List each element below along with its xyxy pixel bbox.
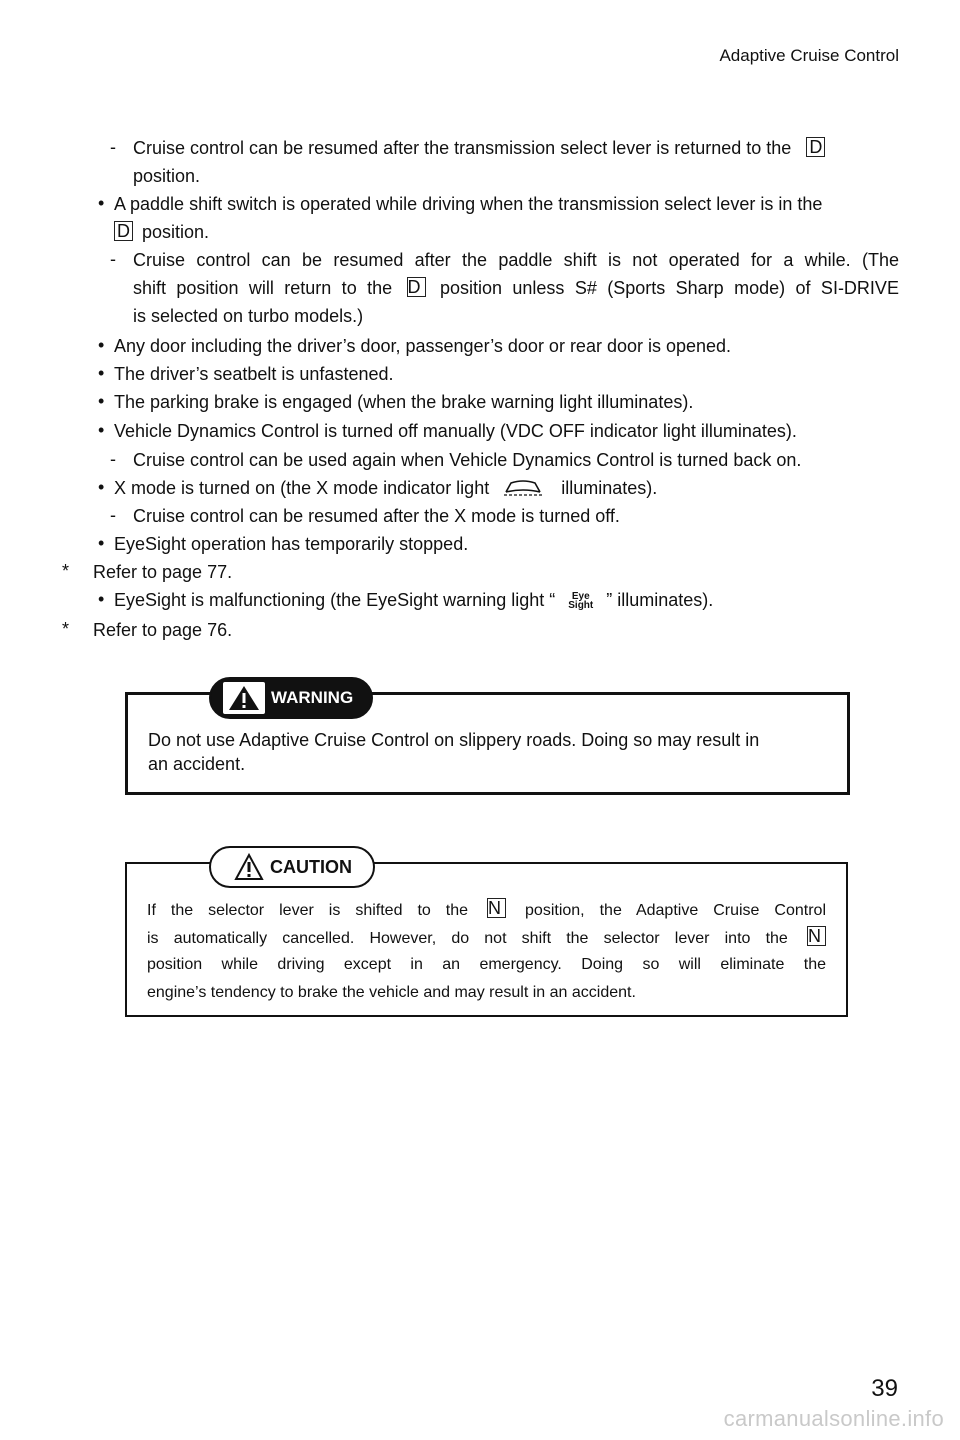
page-number: 39 [871,1375,898,1402]
text-line: Refer to page 76. [93,620,233,640]
text-span: shift position will return to the [133,278,393,298]
gear-position-n: N [807,926,827,946]
text-span: EyeSight is malfunctioning (the EyeSight… [114,590,556,610]
text-line: Vehicle Dynamics Control is turned off m… [114,421,797,441]
gear-position-d: D [114,221,133,241]
gear-position-d: D [806,137,826,157]
bullet-marker: • [98,477,105,497]
text-line: The parking brake is engaged (when the b… [114,392,694,412]
eyesight-warning-icon: Eye Sight [568,591,594,611]
warning-label: WARNING [271,688,354,707]
text-span: ” illuminates). [606,590,714,610]
text-line: D position. [114,221,209,243]
text-span: Cruise control can be resumed after the … [133,138,792,158]
footnote-marker: * [62,561,70,581]
dash-marker: - [110,249,116,269]
text-line: X mode is turned on (the X mode indicato… [114,477,657,502]
warning-triangle-icon [223,682,265,714]
text-line: Any door including the driver’s door, pa… [114,336,732,356]
bullet-marker: • [98,533,105,553]
text-span: position unless S# (Sports Sharp mode) o… [439,278,899,298]
text-span: illuminates). [561,478,658,498]
text-line: EyeSight operation has temporarily stopp… [114,534,469,554]
bullet-marker: • [98,589,105,609]
text-line: A paddle shift switch is operated while … [114,194,823,214]
text-span: is automatically cancelled. However, do … [147,930,788,947]
text-span: If the selector lever is shifted to the [147,902,469,919]
bullet-marker: • [98,420,105,440]
dash-marker: - [110,449,116,469]
text-line: Cruise control can be resumed after the … [133,250,899,270]
caution-text: engine’s tendency to brake the vehicle a… [147,984,636,1001]
caution-text: is automatically cancelled. However, do … [147,926,827,950]
caution-badge: CAUTION [209,846,375,888]
section-header: Adaptive Cruise Control [719,46,899,65]
text-span: X mode is turned on (the X mode indicato… [114,478,490,498]
watermark: carmanualsonline.info [723,1406,944,1431]
text-line: Cruise control can be resumed after the … [133,506,620,526]
bullet-marker: • [98,335,105,355]
caution-text: position while driving except in an emer… [147,956,826,973]
eyesight-icon-text: Sight [568,600,594,611]
text-line: Cruise control can be used again when Ve… [133,450,802,470]
x-mode-indicator-icon [502,477,544,502]
text-span: position, the Adaptive Cruise Control [525,902,827,919]
bullet-marker: • [98,391,105,411]
caution-text: If the selector lever is shifted to the … [147,898,826,922]
caution-label: CAUTION [270,856,352,877]
text-line: is selected on turbo models.) [133,306,364,326]
text-line: EyeSight is malfunctioning (the EyeSight… [114,589,713,611]
gear-position-n: N [487,898,507,918]
caution-triangle-icon [234,853,264,881]
bullet-marker: • [98,193,105,213]
footnote-marker: * [62,619,70,639]
text-line: The driver’s seatbelt is unfastened. [114,364,394,384]
text-line: position. [133,166,201,186]
warning-text: Do not use Adaptive Cruise Control on sl… [148,730,760,750]
bullet-marker: • [98,363,105,383]
warning-text: an accident. [148,754,246,774]
warning-badge: WARNING [209,677,373,719]
eyesight-icon-text: Eye [571,591,590,602]
dash-marker: - [110,505,116,525]
text-line: Refer to page 77. [93,562,233,582]
gear-position-d: D [406,277,426,297]
dash-marker: - [110,137,116,157]
text-line: shift position will return to the D posi… [133,277,899,299]
text-span: position. [142,222,210,242]
text-line: Cruise control can be resumed after the … [133,137,829,159]
